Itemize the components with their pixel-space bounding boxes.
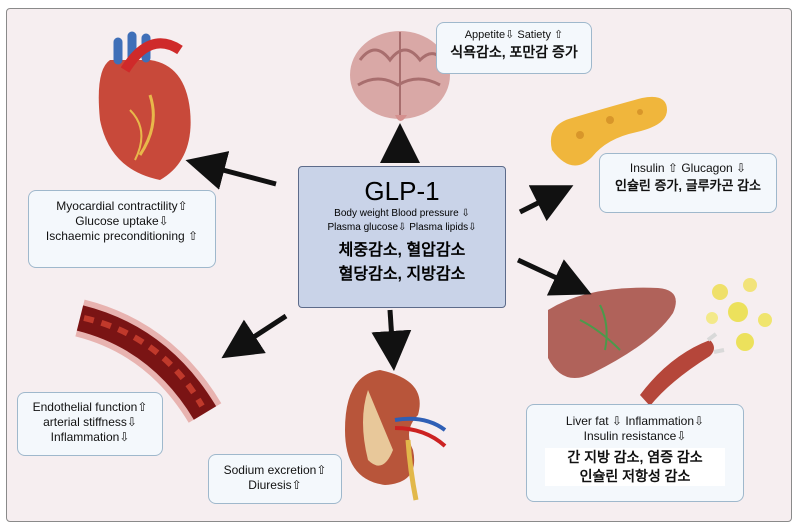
pancreas-effects-en: Insulin ⇧ Glucagon ⇩ (629, 161, 747, 175)
vessel-effect-1: Endothelial function⇧ (32, 400, 148, 414)
vessel-effect-2: arterial stiffness⇩ (43, 415, 137, 429)
heart-effect-3: Ischaemic preconditioning ⇧ (45, 229, 199, 243)
vessel-effect-3: Inflammation⇩ (50, 430, 130, 444)
vessel-effects-box: Endothelial function⇧ arterial stiffness… (17, 392, 163, 456)
muscle-icon (640, 332, 725, 406)
heart-icon (98, 31, 191, 180)
liver-effect-2: Insulin resistance⇩ (583, 429, 687, 443)
liver-korean-line-2: 인슐린 저항성 감소 (579, 468, 691, 484)
center-effects-row-1: Body weight Blood pressure ⇩ (334, 208, 470, 219)
blood-vessel-icon (75, 299, 222, 424)
pancreas-effects-ko: 인슐린 증가, 글루카곤 감소 (614, 178, 761, 193)
liver-korean-line-1: 간 지방 감소, 염증 감소 (567, 449, 703, 465)
kidney-effect-2: Diuresis⇧ (248, 478, 302, 492)
brain-icon (350, 31, 450, 121)
liver-icon (548, 287, 676, 378)
glp1-center-box: GLP-1 Body weight Blood pressure ⇩ Plasm… (298, 166, 506, 308)
center-korean-line-1: 체중감소, 혈압감소 (338, 242, 466, 259)
liver-korean-panel: 간 지방 감소, 염증 감소 인슐린 저항성 감소 (545, 448, 725, 486)
arrow-to-pancreas (518, 185, 574, 222)
heart-effect-2: Glucose uptake⇩ (75, 214, 169, 228)
center-effects-row-2: Plasma glucose⇩ Plasma lipids⇩ (327, 222, 477, 233)
pancreas-effects-box: Insulin ⇧ Glucagon ⇩ 인슐린 증가, 글루카곤 감소 (599, 153, 777, 213)
pancreas-icon (550, 96, 667, 166)
arrow-to-kidney (371, 309, 412, 371)
arrows (185, 123, 592, 371)
heart-effects-box: Myocardial contractility⇧ Glucose uptake… (28, 190, 216, 268)
arrow-to-liver (516, 257, 592, 296)
center-korean-line-2: 혈당감소, 지방감소 (338, 266, 466, 283)
arrow-to-vessel (221, 313, 288, 359)
brain-effects-box: Appetite⇩ Satiety ⇧ 식욕감소, 포만감 증가 (436, 22, 592, 74)
kidney-effect-1: Sodium excretion⇧ (223, 463, 327, 477)
arrow-to-heart (185, 151, 277, 190)
kidney-effects-box: Sodium excretion⇧ Diuresis⇧ (208, 454, 342, 504)
liver-effect-1: Liver fat ⇩ Inflammation⇩ (565, 414, 705, 428)
liver-effects-box: Liver fat ⇩ Inflammation⇩ Insulin resist… (526, 404, 744, 502)
heart-effect-1: Myocardial contractility⇧ (56, 199, 188, 213)
brain-effects-en: Appetite⇩ Satiety ⇧ (464, 29, 564, 41)
glp1-title: GLP-1 (364, 176, 440, 206)
kidney-icon (345, 370, 447, 501)
fat-droplets-icon (706, 278, 772, 351)
brain-effects-ko: 식욕감소, 포만감 증가 (450, 44, 578, 60)
